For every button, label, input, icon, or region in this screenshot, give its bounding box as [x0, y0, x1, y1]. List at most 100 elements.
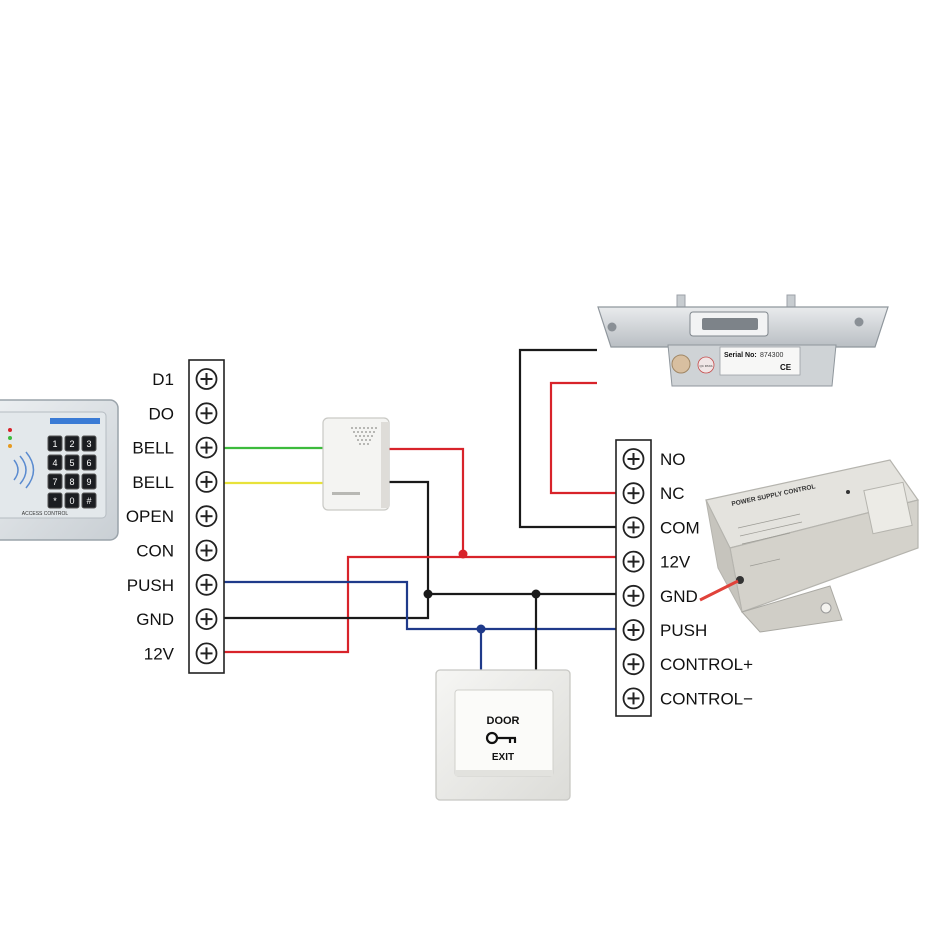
- left-terminal-screws: [195, 368, 218, 665]
- svg-text:3: 3: [86, 439, 91, 449]
- right-terminal-label: CONTROL+: [660, 655, 753, 674]
- push-blue-wire: [224, 580, 616, 631]
- left-terminal-label: D1: [152, 370, 174, 389]
- left-terminal-label: DO: [149, 404, 175, 423]
- screw-icon: [622, 550, 645, 573]
- junction-black-2: [531, 589, 541, 599]
- door-strike-lock: Serial No: 874300 CE QC PASS: [597, 294, 889, 387]
- screw-icon: [195, 608, 218, 630]
- screw-icon: [622, 516, 645, 539]
- exit-line1: DOOR: [487, 715, 520, 727]
- svg-text:2: 2: [69, 439, 74, 449]
- screw-icon: [622, 584, 645, 607]
- card-reader-icon: [13, 451, 35, 489]
- strike-qc-badge: [697, 356, 715, 374]
- led-red: [8, 428, 12, 432]
- screw-icon: [195, 505, 218, 528]
- strike-qc-mark: QC PASS: [699, 364, 712, 368]
- right-terminal-label: GND: [660, 587, 698, 606]
- power-supply: POWER SUPPLY CONTROL: [699, 459, 919, 633]
- left-terminal-label: 12V: [144, 644, 175, 663]
- doorbell: [322, 417, 390, 511]
- psu-label-lines: [737, 513, 803, 567]
- bell-red-wire: [387, 447, 465, 554]
- doorbell-body: [322, 417, 390, 511]
- strike-sticker: [719, 346, 801, 376]
- psu-mount-flange: [741, 585, 843, 633]
- right-terminal-label: NO: [660, 450, 686, 469]
- left-terminal-label: OPEN: [126, 507, 174, 526]
- screw-icon: [195, 368, 218, 390]
- psu-mount-hole: [820, 602, 832, 614]
- screw-icon: [195, 573, 218, 596]
- strike-serial-label: Serial No:: [724, 352, 757, 359]
- led-amber: [8, 444, 12, 448]
- svg-text:1: 1: [52, 439, 57, 449]
- strike-ce-mark: CE: [780, 363, 792, 372]
- access-keypad: 1 2 3 4 5 6 7 8 9 * 0 # ACCESS CONTROL: [0, 399, 119, 541]
- right-terminal-label: NC: [660, 484, 685, 503]
- svg-text:8: 8: [69, 477, 74, 487]
- screw-icon: [622, 448, 645, 470]
- screw-icon: [622, 653, 645, 676]
- keypad-key: 0: [64, 492, 80, 509]
- keypad-key: 4: [47, 454, 63, 471]
- strike-screw-left: [607, 322, 617, 332]
- svg-text:4: 4: [52, 458, 57, 468]
- doorbell-grille: [351, 427, 377, 445]
- screw-icon: [195, 539, 218, 562]
- 12v-red-wire: [224, 555, 616, 654]
- junction-red: [458, 549, 468, 559]
- junction-blue: [476, 624, 486, 634]
- right-terminal-label: COM: [660, 518, 700, 537]
- junction-black-1: [423, 589, 433, 599]
- right-terminal-label: 12V: [660, 553, 691, 572]
- doorbell-side: [381, 422, 389, 508]
- svg-text:0: 0: [69, 496, 74, 506]
- keypad-key: 1: [47, 435, 63, 452]
- strike-serial-value: 874300: [760, 352, 783, 359]
- keypad-key: 5: [64, 454, 80, 471]
- keypad-key: 3: [81, 435, 97, 452]
- exit-button-shadow: [455, 770, 553, 776]
- psu-terminal-strip: [863, 481, 913, 535]
- svg-text:9: 9: [86, 477, 91, 487]
- wires: [224, 348, 616, 672]
- strike-coil: [671, 354, 691, 374]
- gnd-black-wire: [224, 592, 616, 620]
- key-icon: [485, 731, 517, 745]
- strike-keeper: [702, 318, 758, 330]
- right-terminal-label: CONTROL−: [660, 689, 753, 708]
- left-terminal-label: BELL: [132, 439, 174, 458]
- screw-icon: [195, 436, 218, 459]
- left-terminal-label: PUSH: [127, 576, 174, 595]
- exit-line2: EXIT: [492, 752, 514, 763]
- left-terminal-label: BELL: [132, 473, 174, 492]
- doorbell-label: [332, 492, 360, 495]
- svg-text:5: 5: [69, 458, 74, 468]
- left-terminal-label: GND: [136, 610, 174, 629]
- screw-icon: [195, 642, 218, 665]
- keypad-keys: 1 2 3 4 5 6 7 8 9 * 0 #: [47, 435, 97, 509]
- svg-text:6: 6: [86, 458, 91, 468]
- exit-button: DOOR EXIT: [435, 669, 571, 801]
- bell-black-wire: [387, 480, 430, 594]
- keypad-key: 7: [47, 473, 63, 490]
- screw-icon: [195, 402, 218, 425]
- svg-text:*: *: [53, 496, 57, 506]
- junction-dots: [423, 549, 541, 634]
- svg-text:7: 7: [52, 477, 57, 487]
- keypad-key: 2: [64, 435, 80, 452]
- keypad-key: 9: [81, 473, 97, 490]
- screw-icon: [622, 619, 645, 641]
- keypad-key: 8: [64, 473, 80, 490]
- nc-red-wire: [549, 381, 616, 495]
- keypad-key: #: [81, 492, 97, 509]
- keypad-caption: ACCESS CONTROL: [22, 511, 69, 517]
